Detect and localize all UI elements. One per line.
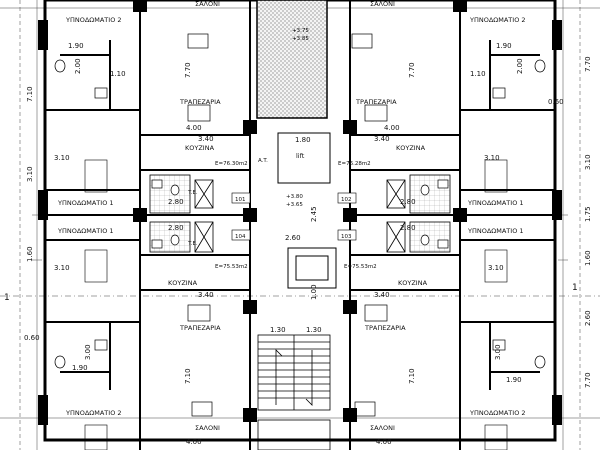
room-label-bedroom2-bl: ΥΠΝΟΔΩΜΑΤΙΟ 2 <box>65 409 122 417</box>
beds <box>84 159 508 450</box>
staircase <box>257 334 331 450</box>
dim-1-10-tr: 1.10 <box>470 70 486 78</box>
dim-2-80-tl: 2.80 <box>168 198 184 206</box>
lift-shaft <box>277 132 337 289</box>
apartment-number-104: 104 <box>235 234 246 240</box>
dim-1-75-right: 1.75 <box>584 206 592 222</box>
dim-1-60-right: 1.60 <box>584 250 592 266</box>
room-label-bedroom1-tl: ΥΠΝΟΔΩΜΑΤΙΟ 1 <box>57 199 114 207</box>
dim-7-10-left: 7.10 <box>26 86 34 102</box>
dim-3-00-bl: 3.00 <box>84 344 92 360</box>
apartment-number-103: 103 <box>341 234 352 240</box>
sanitary-fixtures <box>54 59 546 369</box>
area-label-bottom-left: E=75.53m2 <box>215 264 248 270</box>
room-label-kitchen-tr: ΚΟΥΖΙΝΑ <box>396 144 426 152</box>
dim-7-70-tl: 7.70 <box>184 62 192 78</box>
room-label-dining-bl: ΤΡΑΠΕΖΑΡΙΑ <box>179 324 221 332</box>
dim-0-60-right: 0.60 <box>548 98 564 106</box>
level-marker-upper-b: +3.85 <box>292 36 309 42</box>
dining-tables <box>187 33 388 417</box>
dim-3-10-bl: 3.10 <box>54 264 70 272</box>
dim-3-40-br: 3.40 <box>374 291 390 299</box>
level-marker-mid-a: +3.80 <box>286 194 303 200</box>
dim-2-45: 2.45 <box>310 206 318 222</box>
dim-7-70-right: 7.70 <box>584 56 592 72</box>
dim-7-10-br: 7.10 <box>408 368 416 384</box>
dim-7-70-right-bottom: 7.70 <box>584 372 592 388</box>
dim-1-80: 1.80 <box>295 136 311 144</box>
dim-1-90-br: 1.90 <box>506 376 522 384</box>
room-label-dining-tl: ΤΡΑΠΕΖΑΡΙΑ <box>179 98 221 106</box>
room-label-kitchen-tl: ΚΟΥΖΙΝΑ <box>185 144 215 152</box>
dim-7-10-bl: 7.10 <box>184 368 192 384</box>
dim-7-70-tr: 7.70 <box>408 62 416 78</box>
lift-label: lift <box>296 152 305 160</box>
tag-te-top: T.E. <box>187 190 198 196</box>
dim-2-00-tl: 2.00 <box>74 58 82 74</box>
interior-walls <box>45 0 555 450</box>
level-marker-mid-b: +3.65 <box>286 202 303 208</box>
dim-3-10-right: 3.10 <box>584 154 592 170</box>
room-label-kitchen-bl: ΚΟΥΖΙΝΑ <box>168 279 198 287</box>
dim-1-30-right: 1.30 <box>306 326 322 334</box>
axis-marker-left: 1 <box>4 293 10 303</box>
dim-2-80-br: 2.80 <box>400 224 416 232</box>
room-label-bedroom1-bl: ΥΠΝΟΔΩΜΑΤΙΟ 1 <box>57 227 114 235</box>
dim-3-40-tl: 3.40 <box>198 135 214 143</box>
tag-at: A.T. <box>258 158 268 164</box>
dim-3-10-br: 3.10 <box>488 264 504 272</box>
room-label-bedroom2-tr: ΥΠΝΟΔΩΜΑΤΙΟ 2 <box>469 16 526 24</box>
apartment-number-101: 101 <box>235 197 246 203</box>
room-label-bedroom2-br: ΥΠΝΟΔΩΜΑΤΙΟ 2 <box>469 409 526 417</box>
dim-1-10-tl: 1.10 <box>110 70 126 78</box>
dim-1-90-tr: 1.90 <box>496 42 512 50</box>
dim-3-40-bl: 3.40 <box>198 291 214 299</box>
room-label-dining-tr: ΤΡΑΠΕΖΑΡΙΑ <box>355 98 397 106</box>
level-marker-upper-a: +3.75 <box>292 28 309 34</box>
room-label-living-tr: ΣΑΛΟΝΙ <box>370 0 395 8</box>
dim-2-80-tr: 2.80 <box>400 198 416 206</box>
dim-4-00-br: 4.00 <box>376 438 392 446</box>
dim-2-00-tr: 2.00 <box>516 58 524 74</box>
dim-3-00-br: 3.00 <box>494 344 502 360</box>
room-label-living-bl: ΣΑΛΟΝΙ <box>195 424 220 432</box>
room-label-bedroom1-br: ΥΠΝΟΔΩΜΑΤΙΟ 1 <box>467 227 524 235</box>
dim-1-90-tl: 1.90 <box>68 42 84 50</box>
dim-1-90-bl: 1.90 <box>72 364 88 372</box>
dim-1-00: 1.00 <box>310 284 318 300</box>
dim-1-30-left: 1.30 <box>270 326 286 334</box>
dim-4-00-tr: 4.00 <box>384 124 400 132</box>
tag-te-bottom: T.E. <box>187 241 198 247</box>
dim-2-60-right: 2.60 <box>584 310 592 326</box>
dim-3-10-tr: 3.10 <box>484 154 500 162</box>
room-label-dining-br: ΤΡΑΠΕΖΑΡΙΑ <box>364 324 406 332</box>
room-label-living-br: ΣΑΛΟΝΙ <box>370 424 395 432</box>
dim-2-80-bl: 2.80 <box>168 224 184 232</box>
light-well <box>256 0 328 119</box>
dim-0-60-left: 0.60 <box>24 334 40 342</box>
dim-4-00-tl: 4.00 <box>186 124 202 132</box>
area-label-bottom-right: E=75.53m2 <box>344 264 377 270</box>
dim-1-60-left: 1.60 <box>26 246 34 262</box>
room-label-bedroom2-tl: ΥΠΝΟΔΩΜΑΤΙΟ 2 <box>65 16 122 24</box>
dim-3-10-tl: 3.10 <box>54 154 70 162</box>
dim-4-00-bl: 4.00 <box>186 438 202 446</box>
axis-marker-right: 1 <box>572 283 578 293</box>
dim-3-10-left: 3.10 <box>26 166 34 182</box>
room-label-living-tl: ΣΑΛΟΝΙ <box>195 0 220 8</box>
columns <box>38 0 562 425</box>
dim-2-60: 2.60 <box>285 234 301 242</box>
apartment-number-102: 102 <box>341 197 352 203</box>
room-label-bedroom1-tr: ΥΠΝΟΔΩΜΑΤΙΟ 1 <box>467 199 524 207</box>
area-label-top-right: E=76.28m2 <box>338 161 371 167</box>
dim-3-40-tr: 3.40 <box>374 135 390 143</box>
area-label-top-left: E=76.30m2 <box>215 161 248 167</box>
room-label-kitchen-br: ΚΟΥΖΙΝΑ <box>398 279 428 287</box>
